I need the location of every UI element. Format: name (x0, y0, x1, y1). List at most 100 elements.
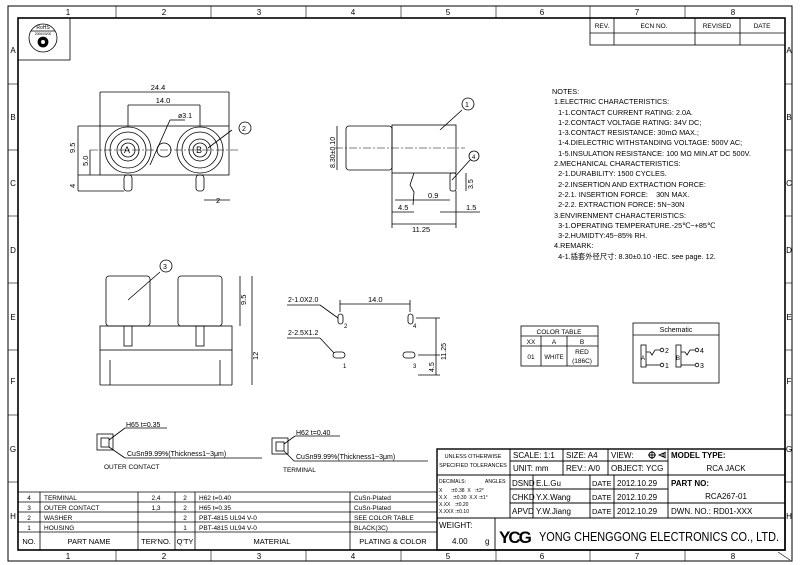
schematic: Schematic A B 2 1 4 3 (632, 322, 720, 384)
dim-depth: 11.25 (441, 343, 448, 360)
zone-top: 7 (635, 8, 640, 17)
date-header: DATE (754, 23, 772, 30)
parts-table (18, 491, 437, 550)
title-block-text: UNLESS OTHERWISE SPECIFIED TOLERANCES DE… (439, 451, 779, 547)
zone-bottom: 7 (635, 552, 640, 561)
dim-pin-t: 0.9 (428, 191, 438, 200)
zone-top: 2 (162, 8, 167, 17)
note-line: 3.ENVIRENMENT CHARACTERISTICS: (552, 210, 687, 220)
dim-length: 11.25 (412, 225, 430, 234)
schematic-b: B (676, 356, 680, 362)
callout-2: 2 (242, 126, 246, 133)
header-ter-no: TER'NO. (141, 537, 171, 546)
dim-pitch: 14.0 (368, 295, 383, 304)
schematic-pin-2: 2 (665, 348, 669, 355)
rohs-label: RoHS (36, 25, 50, 31)
zone-top: 4 (351, 8, 356, 17)
dim-pin-w: 1.5 (466, 203, 476, 212)
contact-a-label: A (124, 145, 130, 155)
zone-bottom: 8 (731, 552, 736, 561)
part-no-label: PART NO: (671, 479, 709, 488)
callout-4: 4 (472, 155, 476, 161)
model-type-label: MODEL TYPE: (671, 451, 726, 460)
inner-border (17, 17, 786, 551)
cell-no: 1 (27, 525, 31, 532)
note-line: 1-4.DIELECTRIC WITHSTANDING VOLTAGE: 500… (552, 138, 743, 148)
table-row: 4 TERMINAL 2,4 2 H62 t=0.40 CuSn-Plated (27, 495, 391, 502)
approval-date: 2012.10.29 (617, 507, 658, 516)
cell-part-name: TERMINAL (44, 495, 77, 502)
note-line: 2-2.2. EXTRACTION FORCE: 5N~30N (552, 200, 685, 210)
pin-4: 4 (413, 324, 417, 330)
cell-material: H62 t=0.40 (199, 495, 231, 502)
note-line: 4-1.插套外径尺寸: 8.30±0.10 -IEC. see page. 12… (552, 251, 716, 261)
table-row: 2 WASHER 2 PBT-4815 UL94 V-0 SEE COLOR T… (27, 515, 414, 522)
approval-date-label: DATE (592, 507, 611, 516)
tolerance-row: X.XX :±0.20 (439, 502, 469, 508)
pin-3: 3 (413, 364, 417, 370)
note-line: 1-5.INSULATION RESISTANCE: 100 MΩ MIN.AT… (552, 148, 751, 158)
zone-top: 6 (540, 8, 545, 17)
dim-height: 9.5 (68, 143, 77, 153)
zone-side: A (10, 46, 16, 55)
outer-border (7, 5, 793, 562)
dim-pin: 4 (68, 184, 77, 188)
note-line: 2-2.INSERTION AND EXTRACTION FORCE: (552, 179, 706, 189)
size: SIZE: A4 (566, 451, 598, 460)
pin-2: 2 (344, 324, 348, 330)
callout-3: 3 (163, 264, 167, 271)
zone-side: C (786, 179, 792, 188)
dim-height: 9.5 (239, 295, 248, 305)
note-line: 2-2.1. INSERTION FORCE: 30N MAX. (552, 189, 690, 199)
dim-width: 24.4 (151, 83, 166, 92)
schematic-pin-4: 4 (700, 348, 704, 355)
object: OBJECT: YCG (611, 464, 663, 473)
zone-dividers (8, 6, 792, 561)
company-name: YONG CHENGGONG ELECTRONICS CO., LTD. (539, 530, 779, 544)
zone-side: D (786, 246, 792, 255)
zone-bottom: 5 (446, 552, 451, 561)
zone-side: H (10, 512, 16, 521)
plating-detail-outer-contact: H65 t=0.35 CuSn99.99%(Thickness1~3μm) OU… (96, 422, 262, 471)
terminal-plating: CuSn99.99%(Thickness1~3μm) (296, 454, 395, 461)
zone-side: F (787, 377, 792, 386)
tolerance-row: X.XXX :±0.10 (439, 509, 469, 515)
title-block (436, 448, 786, 551)
approval-role: CHKD (512, 493, 535, 502)
corner-mark (777, 551, 791, 561)
cell-no: 2 (27, 515, 31, 522)
pin-1: 1 (343, 364, 347, 370)
note-line: 1-2.CONTACT VOLTAGE RATING: 34V DC; (552, 117, 702, 127)
cell-plating: BLACK(3C) (354, 525, 388, 532)
cell-qty: 2 (183, 515, 187, 522)
zone-side: B (786, 113, 791, 122)
zone-bottom: 1 (66, 552, 71, 561)
zone-top: 3 (257, 8, 262, 17)
revision-table: REV. ECN NO. REVISED DATE (589, 17, 786, 46)
model-type: RCA JACK (706, 464, 746, 473)
notes: NOTES: 1.ELECTRIC CHARACTERISTICS: 1-1.C… (552, 87, 751, 262)
table-header: NO. PART NAME TER'NO. Q'TY MATERIAL PLAT… (22, 537, 427, 546)
rohs-stamp: RoHS 2006/00/00 (17, 17, 71, 61)
zone-side: B (10, 113, 15, 122)
zone-top: 8 (731, 8, 736, 17)
cell-part-name: WASHER (44, 515, 73, 522)
schematic-title: Schematic (660, 327, 693, 334)
zone-bottom: 6 (540, 552, 545, 561)
header-no: NO. (22, 537, 35, 546)
header-plating: PLATING & COLOR (359, 537, 427, 546)
tolerance-row: X.X :±0.30 X.X :±1° (439, 495, 488, 501)
decimals-label: DECIMALS: (439, 479, 466, 485)
slot-2-label: 2-2.5X1.2 (288, 330, 318, 337)
cell-material: H65 t=0.35 (199, 505, 231, 512)
header-material: MATERIAL (254, 537, 291, 546)
angles-label: ANGLES: (485, 479, 507, 485)
tolerance-heading-2: SPECIFIED TOLERANCES (439, 463, 507, 469)
outer-contact-label: OUTER CONTACT (104, 464, 160, 471)
zone-side: C (10, 179, 16, 188)
cell-plating: CuSn-Plated (354, 495, 391, 502)
dim-center: 5.0 (81, 156, 90, 166)
zone-side: A (786, 46, 792, 55)
view-label: VIEW: (611, 451, 634, 460)
